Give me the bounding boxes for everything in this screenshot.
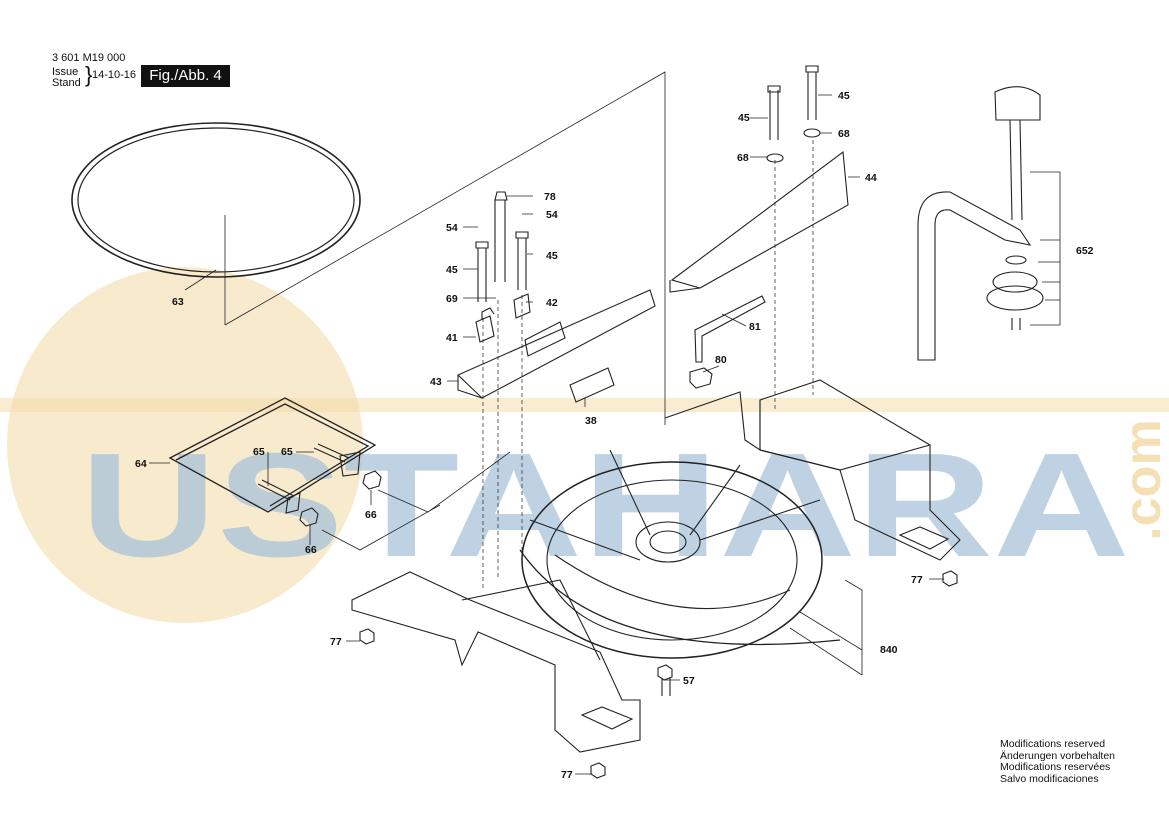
callout-45a: 45 (446, 264, 458, 276)
callout-840: 840 (880, 644, 898, 656)
brace-glyph: } (85, 62, 93, 87)
callout-68a: 68 (838, 128, 850, 140)
callout-44: 44 (865, 172, 877, 184)
watermark-band (0, 398, 1169, 412)
notice-line-fr: Modifications reservées (1000, 761, 1111, 773)
callout-77c: 77 (561, 769, 573, 781)
callout-64: 64 (135, 458, 147, 470)
callout-81: 81 (749, 321, 761, 333)
callout-54b: 54 (546, 209, 558, 221)
notice-line-en: Modifications reserved (1000, 738, 1106, 750)
watermark-suffix: .com (1114, 419, 1169, 540)
callout-66a: 66 (365, 509, 377, 521)
watermark-circle (7, 267, 363, 623)
callout-38: 38 (585, 415, 597, 427)
watermark: USTAHARA .com (0, 267, 1169, 623)
callout-45c: 45 (738, 112, 750, 124)
callout-80: 80 (715, 354, 727, 366)
callout-68b: 68 (737, 152, 749, 164)
o-ring-part (71, 122, 361, 278)
callout-652: 652 (1076, 245, 1094, 257)
callout-66b: 66 (305, 544, 317, 556)
callout-45b: 45 (546, 250, 558, 262)
figure-label: Fig./Abb. 4 (141, 65, 230, 87)
notice-line-de: Änderungen vorbehalten (1000, 749, 1116, 762)
document-number: 3 601 M19 000 (52, 52, 126, 64)
turntable-part (521, 461, 823, 659)
modifications-notice: Modifications reserved Änderungen vorbeh… (1000, 738, 1116, 785)
wire-bracket-part (168, 397, 377, 513)
callout-65b: 65 (281, 446, 293, 458)
callout-77a: 77 (330, 636, 342, 648)
callout-69: 69 (446, 293, 458, 305)
callout-45d: 45 (838, 90, 850, 102)
callout-77b: 77 (911, 574, 923, 586)
part-callouts: 63 78 54 54 45 45 69 42 41 43 38 45 45 6… (135, 90, 1094, 781)
notice-line-es: Salvo modificaciones (1000, 772, 1099, 785)
callout-43: 43 (430, 376, 442, 388)
callout-63: 63 (172, 296, 184, 308)
callout-41: 41 (446, 332, 458, 344)
callout-57: 57 (683, 675, 695, 687)
callout-42: 42 (546, 297, 558, 309)
stand-label: Stand (52, 77, 81, 89)
watermark-text: USTAHARA (80, 423, 1130, 588)
issue-label: Issue (52, 66, 79, 78)
issue-date: 14-10-16 (92, 69, 137, 81)
callout-54a: 54 (446, 222, 458, 234)
callout-78: 78 (544, 191, 556, 203)
line-art (71, 65, 1061, 779)
callout-65a: 65 (253, 446, 265, 458)
